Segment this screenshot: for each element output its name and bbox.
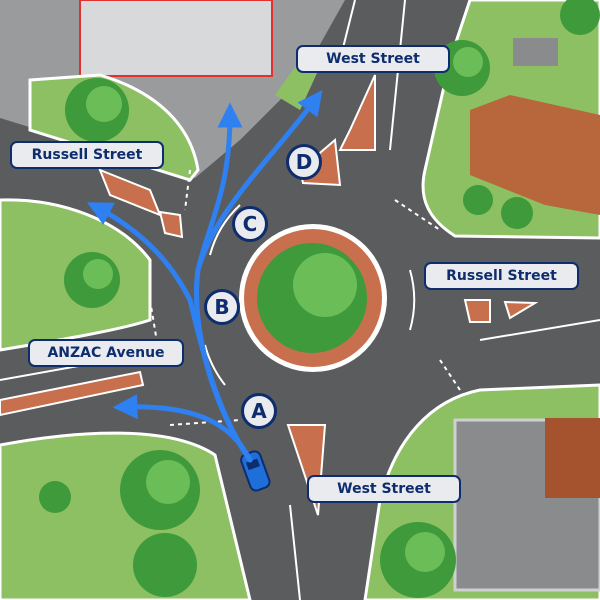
marker-d: D xyxy=(286,144,322,180)
marker-c: C xyxy=(232,206,268,242)
median-west-top-2 xyxy=(158,210,184,239)
median-west-bottom xyxy=(0,370,145,417)
grass-bottom-left xyxy=(0,431,252,600)
shed-roof xyxy=(513,38,558,66)
label-anzac-avenue: ANZAC Avenue xyxy=(28,339,184,367)
median-east xyxy=(463,299,491,323)
building-roof xyxy=(79,0,273,77)
median-east-2 xyxy=(503,300,539,320)
label-russell-street-west: Russell Street xyxy=(10,141,164,169)
route-west-street xyxy=(194,90,323,463)
label-west-street-south: West Street xyxy=(307,475,461,503)
label-russell-street-east: Russell Street xyxy=(424,262,579,290)
median-north xyxy=(338,74,376,151)
roof-bottom-right xyxy=(545,418,600,498)
marker-b: B xyxy=(204,289,240,325)
label-west-street-north: West Street xyxy=(296,45,450,73)
trees xyxy=(39,0,600,598)
house-roof xyxy=(470,95,600,215)
median-west-top xyxy=(98,168,162,217)
car-icon xyxy=(240,450,271,492)
marker-a: A xyxy=(241,393,277,429)
give-way-lines xyxy=(149,169,461,426)
